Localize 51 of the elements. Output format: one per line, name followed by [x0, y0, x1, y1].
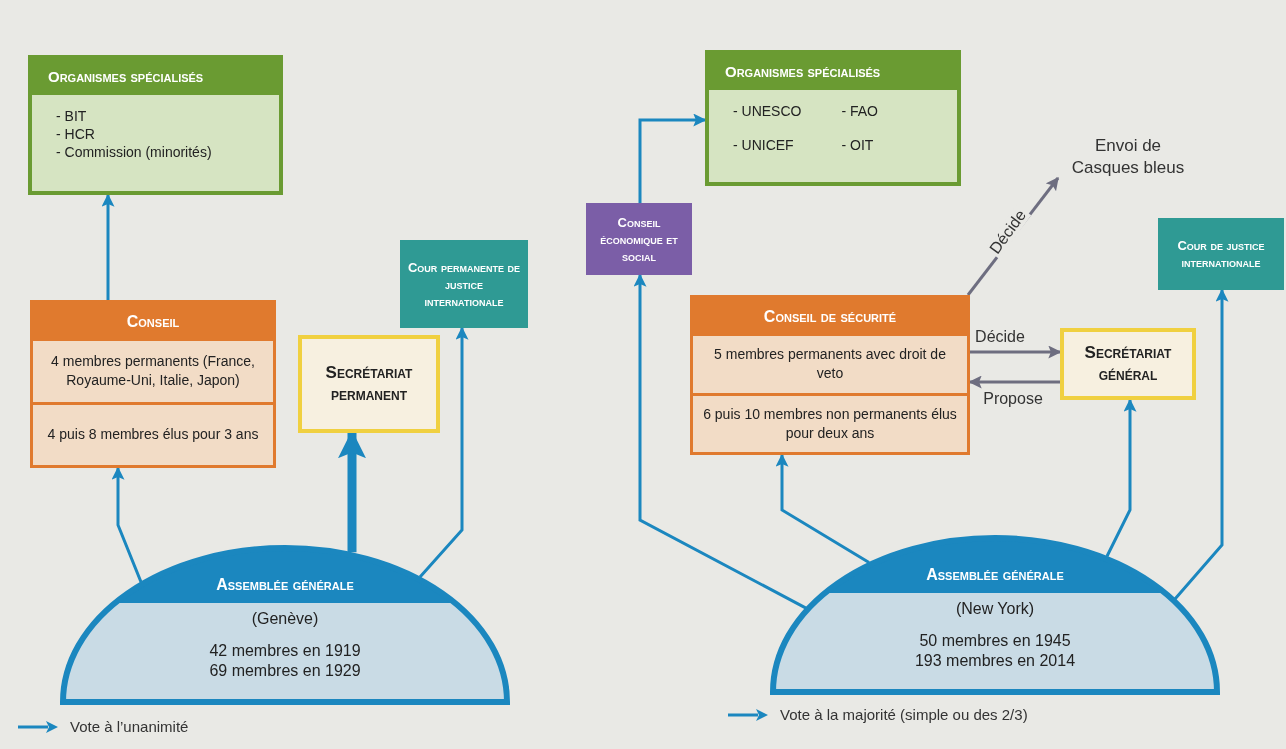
arrow: [101, 193, 115, 300]
dome-title: Assemblée générale: [216, 575, 354, 595]
box-title: Cour permanente de justice internationale: [406, 258, 522, 310]
list-item: - BIT: [56, 107, 88, 125]
edge-label: Propose: [981, 390, 1045, 408]
agencies-box: [28, 55, 283, 195]
dome-title: Assemblée générale: [926, 565, 1064, 585]
box-title: Secrétariat permanent: [324, 362, 414, 406]
box-title: Organismes spécialisés: [725, 63, 881, 80]
arrow: [968, 375, 1060, 389]
box-title: Conseil: [126, 313, 180, 330]
secretariat-box: [1060, 328, 1196, 400]
assembly-dome: [770, 535, 1220, 695]
box-title: Cour de justice internationale: [1176, 237, 1266, 271]
arrow: [970, 345, 1062, 359]
security-council-box: [690, 295, 970, 455]
outcome-text: Envoi de Casques bleus: [1070, 135, 1186, 179]
arrow: [111, 466, 143, 583]
arrow: [638, 113, 707, 203]
assembly-dome: [60, 545, 510, 705]
arrow: [1173, 288, 1229, 600]
body-text: 5 membres permanents avec droit de veto: [713, 345, 947, 384]
body-text: 4 membres permanents (France, Royaume-Uni, Italie, Japon): [50, 352, 256, 391]
council-box: [586, 203, 692, 275]
council-box: [30, 300, 276, 468]
secretariat-box: [298, 335, 440, 433]
agencies-box: [705, 50, 961, 186]
arrow: [418, 326, 469, 578]
list-item: - Commission (minorités): [56, 143, 213, 161]
legend-text: Vote à la majorité (simple ou des 2/3): [780, 705, 1028, 725]
body-text: 6 puis 10 membres non permanents élus pour deux ans: [702, 404, 958, 443]
member-count-text: 42 membres en 1919 69 membres en 1929: [208, 641, 362, 681]
list-item: - FAO: [841, 102, 878, 121]
arrow: [633, 273, 807, 610]
place-text: (New York): [955, 599, 1035, 619]
place-text: (Genève): [251, 609, 319, 629]
arrow: [775, 453, 870, 564]
box-title: Organismes spécialisés: [48, 68, 204, 85]
box-title: Conseil de sécurité: [763, 308, 897, 325]
list-item: - OIT: [841, 136, 875, 155]
arrow: [1105, 398, 1137, 557]
list-item: - HCR: [56, 125, 96, 143]
court-box: [1158, 218, 1284, 290]
body-text: 4 puis 8 membres élus pour 3 ans: [47, 425, 259, 445]
box-title: Conseil économique et social: [599, 213, 679, 265]
list-item: - UNICEF: [733, 136, 795, 155]
list-item: - UNESCO: [733, 102, 802, 121]
member-count-text: 50 membres en 1945 193 membres en 2014: [913, 631, 1077, 671]
court-box: [400, 240, 528, 328]
legend-text: Vote à l’unanimité: [70, 717, 189, 737]
box-title: Secrétariat général: [1083, 342, 1173, 386]
